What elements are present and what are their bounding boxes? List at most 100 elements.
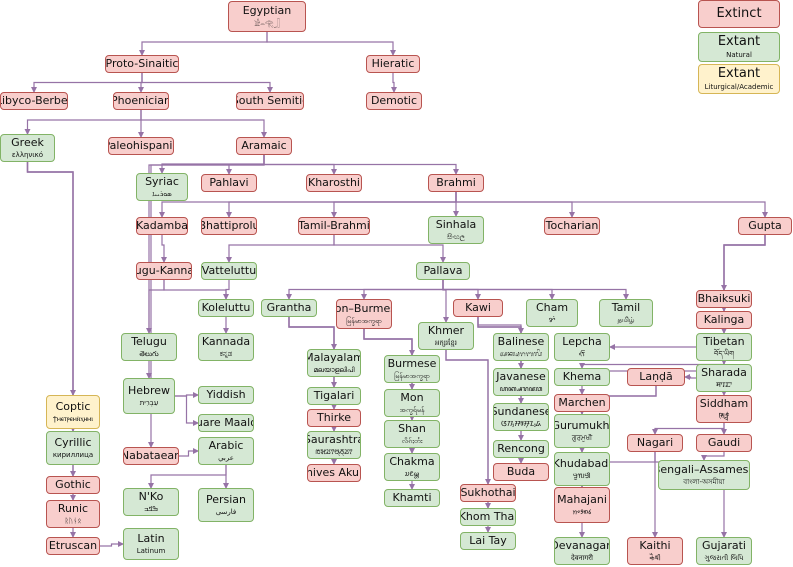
node-native-name: 𑖭𑖰𑖟𑖿𑖠𑖽	[718, 412, 730, 421]
node-devanagari[interactable]: Devanagariदेवनागरी	[554, 537, 610, 565]
node-kadamba[interactable]: Kadamba	[136, 217, 188, 235]
node-kawi[interactable]: Kawi	[453, 299, 503, 317]
node-label: Mahajani	[557, 492, 607, 506]
node-nabataean[interactable]: Nabataean	[123, 447, 179, 465]
node-nagari[interactable]: Nagari	[627, 434, 683, 452]
node-aramaic[interactable]: Aramaic	[236, 137, 292, 155]
node-square-maalouli[interactable]: Square Maalouli	[198, 414, 254, 432]
node-dhives-akuru[interactable]: Dhives Akuru	[307, 464, 361, 482]
node-vatteluttu[interactable]: Vatteluttu	[201, 262, 257, 280]
node-gothic[interactable]: Gothic	[46, 476, 100, 494]
node-native-name: देवनागरी	[571, 554, 593, 563]
node-label: Nagari	[636, 435, 674, 449]
node-label: Gaudi	[707, 435, 741, 449]
node-etruscan[interactable]: Etruscan	[46, 537, 100, 555]
node-native-name: 𑄌𑄋𑄴𑄟𑄳𑄦	[404, 470, 420, 479]
edge-tamil-brahmi-to-pallava	[333, 235, 446, 263]
node-native-name: ᰛᰩᰵ	[578, 350, 586, 359]
legend-extant-natural: Extant Natural	[698, 32, 780, 62]
node-paleohispanic[interactable]: Paleohispanic	[108, 137, 174, 155]
node-landa[interactable]: Laṇḍā	[627, 368, 685, 386]
node-libyco-berber[interactable]: Libyco-Berber	[0, 92, 68, 110]
node-bhattiprolu[interactable]: Bhattiprolu	[201, 217, 257, 235]
edge-nabataean-to-arabic	[179, 448, 199, 457]
node-gaudi[interactable]: Gaudi	[696, 434, 752, 452]
node-brahmi[interactable]: Brahmi	[428, 174, 484, 192]
node-label: Khom Thai	[460, 509, 516, 523]
node-phoenician[interactable]: Phoenician	[113, 92, 169, 110]
node-khamti[interactable]: Khamti	[384, 489, 440, 507]
node-rencong[interactable]: Rencong	[493, 440, 549, 458]
node-khema[interactable]: Khema	[554, 368, 610, 386]
node-tocharian[interactable]: Tocharian	[544, 217, 600, 235]
node-lai-tay[interactable]: Lai Tay	[460, 532, 516, 550]
node-tamil-brahmi[interactable]: Tamil-Brahmi	[298, 217, 370, 235]
node-gupta[interactable]: Gupta	[738, 217, 792, 235]
node-label: Rencong	[497, 441, 545, 455]
node-grantha[interactable]: Grantha	[261, 299, 317, 317]
node-sukhothai[interactable]: Sukhothai	[460, 484, 516, 502]
node-native-name: ꨌꩌ	[548, 316, 556, 325]
node-yiddish[interactable]: Yiddish	[198, 386, 254, 404]
edge-gaudi-to-bengali-assamese	[701, 452, 725, 461]
node-label: Saurashtra	[307, 432, 360, 446]
node-koleluttu[interactable]: Koleluttu	[198, 299, 254, 317]
node-telugu-kannada[interactable]: Telugu-Kannada	[136, 262, 192, 280]
node-kharosthi[interactable]: Kharosthi	[306, 174, 362, 192]
node-kalinga[interactable]: Kalinga	[696, 311, 752, 329]
node-bhaiksuki[interactable]: Bhaiksuki	[696, 290, 752, 308]
node-buda[interactable]: Buda	[493, 463, 549, 481]
node-thirke[interactable]: Thirke	[307, 409, 361, 427]
node-marchen[interactable]: Marchen	[554, 394, 610, 412]
node-pahlavi[interactable]: Pahlavi	[201, 174, 257, 192]
node-demotic[interactable]: Demotic	[366, 92, 422, 110]
edge-proto-sinaitic-to-libyco-berber	[31, 73, 143, 93]
node-hieratic[interactable]: Hieratic	[366, 55, 420, 73]
node-khom-thai[interactable]: Khom Thai	[460, 508, 516, 526]
node-label: Latin	[137, 531, 165, 545]
node-label: Buda	[506, 464, 536, 478]
node-proto-sinaitic[interactable]: Proto-Sinaitic	[105, 55, 179, 73]
node-saurashtra[interactable]: Saurashtraꢱꣃꢬꢵꢰ꣄ꢜ꣄ꢬꢵ	[307, 431, 361, 459]
node-tigalari[interactable]: Tigalari	[307, 387, 361, 405]
node-pallava[interactable]: Pallava	[416, 262, 470, 280]
node-south-semitic[interactable]: South Semitic	[236, 92, 304, 110]
node-native-name: မြန်မာအက္ခရာ	[394, 372, 430, 381]
